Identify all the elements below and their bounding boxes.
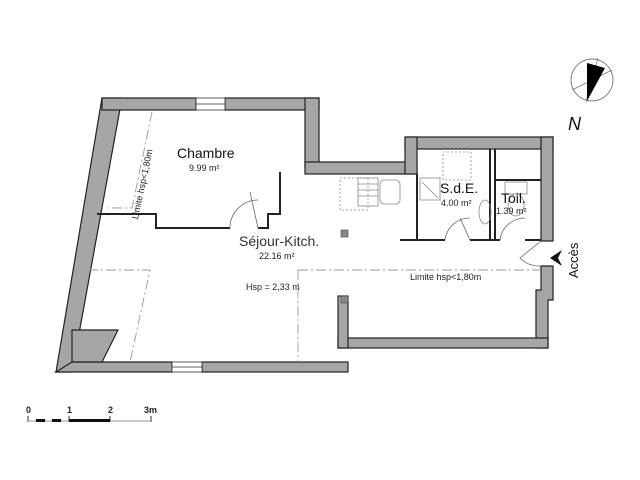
scale-tick-2: 2 — [108, 405, 114, 415]
access-arrow-icon — [550, 250, 562, 266]
north-label: N — [568, 114, 581, 134]
room-area-chambre: 9.99 m² — [189, 163, 220, 173]
room-name-toil: Toil. — [501, 190, 526, 206]
scale-tick-0: 0 — [26, 405, 32, 415]
wall-right-upper — [540, 136, 554, 242]
room-area-sde: 4.00 m² — [441, 198, 472, 208]
room-name-sde: S.d.E. — [440, 180, 479, 196]
wall-bath-top — [404, 136, 554, 150]
wall-bottom-mid — [201, 361, 349, 373]
room-area-sejour: 22.16 m² — [259, 251, 295, 261]
scale-bar — [27, 416, 152, 422]
room-name-sejour: Séjour-Kitch. — [239, 233, 320, 249]
wall-top-left — [101, 97, 197, 111]
wall-right-lower — [535, 265, 554, 349]
wall-chambre-right — [304, 97, 320, 169]
room-name-chambre: Chambre — [177, 145, 235, 161]
scale-tick-1: 1 — [67, 405, 73, 415]
wall-bottom-left — [53, 361, 173, 373]
wall-left-bump — [71, 329, 119, 363]
room-area-toil: 1.39 m² — [496, 206, 527, 216]
wall-kitchen-top — [304, 161, 418, 175]
scale-tick-3: 3m — [144, 405, 158, 415]
limit-horizontal-label: Limite hsp<1,80m — [410, 272, 482, 282]
ceiling-height-label: Hsp = 2,33 m — [246, 282, 300, 292]
wall-bath-left — [404, 136, 418, 175]
wall-pillar — [337, 295, 349, 349]
wall-bottom-right — [337, 337, 549, 349]
north-compass-icon — [570, 57, 614, 103]
access-label: Accès — [566, 242, 581, 278]
